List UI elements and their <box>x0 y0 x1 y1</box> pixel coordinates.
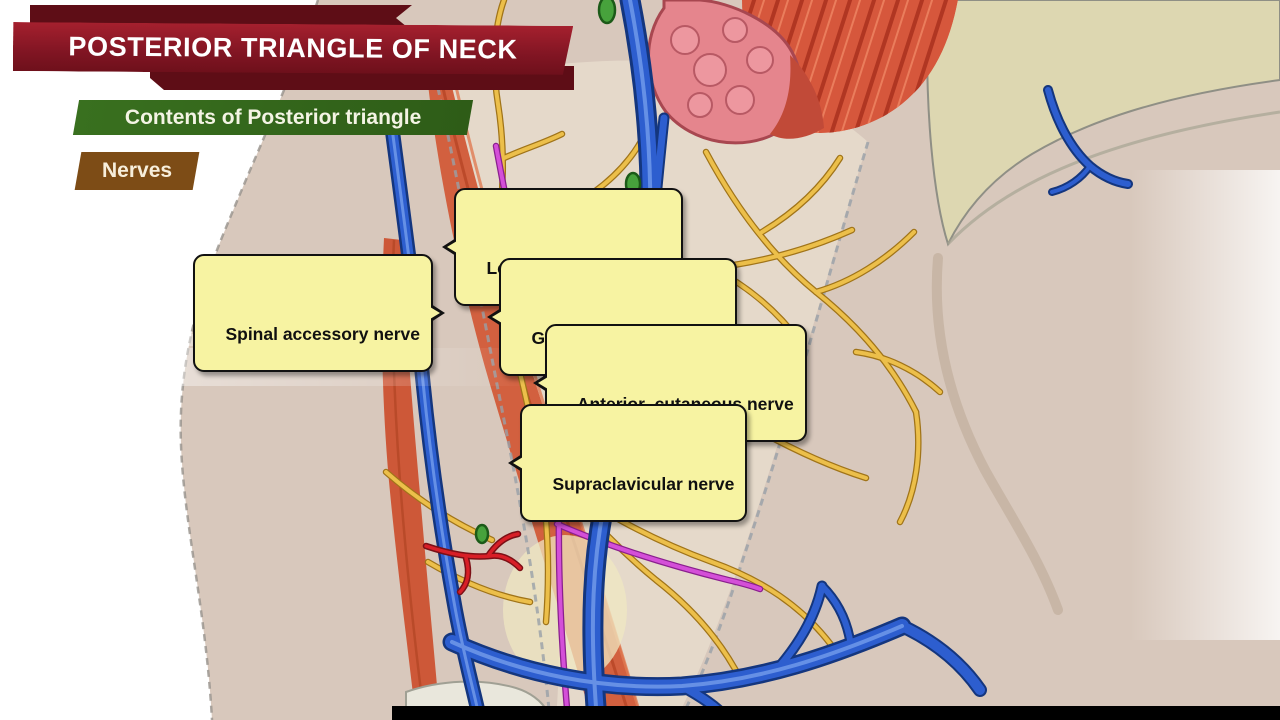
label-pointer <box>430 307 441 320</box>
title-banner: POSTERIOR TRIANGLE OF NECK <box>13 22 573 75</box>
label-pointer <box>513 457 523 470</box>
label-pointer <box>492 311 502 324</box>
subtitle-text: Contents of Posterior triangle <box>124 105 422 129</box>
shoulder-fascia <box>926 0 1280 247</box>
artery <box>422 530 524 596</box>
label-text: Spinal accessory nerve <box>225 323 421 344</box>
category-banner: Nerves <box>74 152 200 190</box>
label-pointer <box>447 241 457 254</box>
page-title: POSTERIOR TRIANGLE OF NECK <box>68 31 518 65</box>
label-pointer <box>538 377 548 390</box>
label-supraclavicular-nerve: Supraclavicular nerve <box>508 404 748 523</box>
subtitle-banner: Contents of Posterior triangle <box>72 100 474 135</box>
label-spinal-accessory-nerve: Spinal accessory nerve <box>193 254 446 373</box>
category-text: Nerves <box>101 159 173 182</box>
label-text: Supraclavicular nerve <box>552 473 735 494</box>
letterbox-bar <box>392 706 1280 720</box>
